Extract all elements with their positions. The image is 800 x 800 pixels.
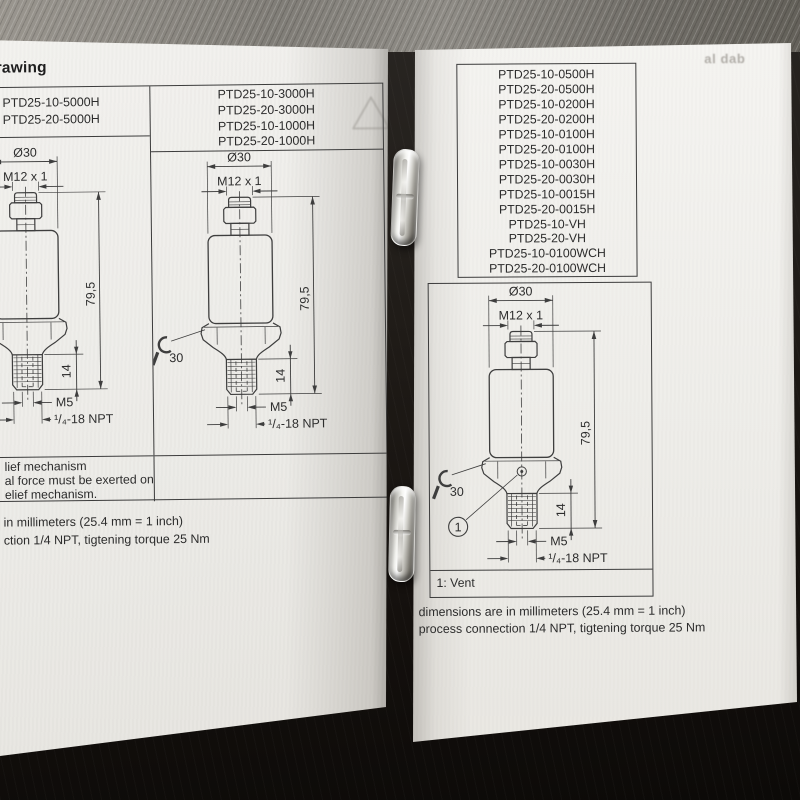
drawing-cell-left: Ø30 M12 x 1 [0, 136, 153, 457]
svg-text:Ø30: Ø30 [509, 284, 533, 298]
svg-text:30: 30 [169, 351, 183, 365]
drawing-box: Ø30 M12 x 1 [427, 281, 654, 599]
svg-text:M12 x 1: M12 x 1 [3, 169, 48, 184]
svg-text:M12 x 1: M12 x 1 [217, 174, 262, 189]
model-number: PTD25-20-0030H [498, 171, 596, 187]
svg-text:¹/₄-18 NPT: ¹/₄-18 NPT [548, 551, 608, 565]
svg-text:M5: M5 [56, 395, 74, 409]
model-number: PTD25-10-0500H [498, 67, 595, 82]
model-number: PTD25-20-0500H [498, 81, 595, 97]
model-number: PTD25-10-0015H [498, 186, 596, 202]
svg-text:14: 14 [554, 503, 568, 517]
svg-text:79,5: 79,5 [578, 421, 592, 445]
warning-triangle-showthrough [352, 96, 388, 130]
sensor-drawing-slot-right: Ø30 M12 x 1 [429, 283, 633, 569]
dim-vent-thread: M5 [496, 530, 568, 548]
caption-torque: ction 1/4 NPT, tigtening torque 25 Nm [3, 531, 210, 548]
dim-overall-height: 79,5 [533, 330, 603, 529]
pressure-sensor-drawing: Ø30 M12 x 1 [151, 150, 328, 431]
pressure-sensor-drawing: Ø30 M12 x 1 [0, 146, 114, 427]
model-number: PTD25-10-5000H [2, 94, 100, 110]
model-number: PTD25-10-0100WCH [488, 246, 606, 262]
svg-text:30: 30 [450, 485, 464, 499]
model-number: PTD25-20-5000H [2, 111, 100, 127]
sensor-body-outline [488, 368, 555, 459]
svg-text:Ø30: Ø30 [13, 146, 37, 160]
dim-thread-length: 14 [257, 344, 297, 406]
model-number: PTD25-10-VH [508, 216, 586, 232]
vent-legend: 1: Vent [430, 568, 653, 598]
page-showthrough-text: al dab [704, 51, 746, 67]
dim-vent-thread: M5 [1, 391, 74, 409]
drawing-cell-middle: Ø30 M12 x 1 [151, 150, 387, 456]
model-number: PTD25-10-0200H [498, 96, 595, 112]
svg-text:1: 1 [455, 520, 462, 534]
dim-thread-length: 14 [538, 479, 578, 541]
svg-text:14: 14 [273, 369, 287, 383]
model-number: PTD25-20-0100WCH [489, 261, 607, 277]
binder-clip-top [390, 148, 420, 247]
svg-text:79,5: 79,5 [83, 282, 97, 307]
drawing-cell-right: Ø30 M12 x 1 [429, 283, 653, 569]
dim-top-thread: M12 x 1 [201, 174, 278, 196]
dim-top-thread: M12 x 1 [0, 169, 64, 191]
model-number: PTD25-20-0100H [498, 141, 596, 157]
caption-units: in millimeters (25.4 mm = 1 inch) [3, 514, 184, 530]
pressure-sensor-drawing: Ø30 M12 x 1 [432, 284, 608, 565]
vent-callout-group: 1 [448, 466, 527, 537]
dim-process-thread: ¹/₄-18 NPT [0, 391, 114, 427]
right-page-captions: dimensions are in millimeters (25.4 mm =… [419, 602, 706, 638]
svg-text:M5: M5 [269, 400, 287, 414]
sensor-body-outline [0, 229, 60, 320]
left-page-captions: in millimeters (25.4 mm = 1 inch) ction … [4, 513, 210, 550]
table-column-3000h-1000h: PTD25-10-3000H PTD25-20-3000H PTD25-10-1… [148, 83, 387, 456]
model-number: PTD25-20-VH [508, 231, 587, 247]
sensor-drawing-slot-middle: Ø30 M12 x 1 [151, 150, 352, 449]
dim-top-thread: M12 x 1 [482, 308, 559, 330]
dim-process-thread: ¹/₄-18 NPT [487, 530, 608, 565]
svg-text:79,5: 79,5 [297, 286, 311, 311]
table-note-row: lief mechanism al force must be exerted … [0, 452, 387, 504]
manual-page-left: rawing PTD25-10-5000H PTD25-20-5000H [0, 40, 388, 758]
svg-text:14: 14 [59, 364, 73, 378]
process-thread-outline [11, 353, 44, 391]
hex-section-outline [481, 456, 563, 494]
model-number: PTD25-20-0200H [498, 111, 595, 127]
dim-overall-height: 79,5 [252, 196, 322, 395]
caption-torque: process connection 1/4 NPT, tigtening to… [418, 620, 706, 637]
svg-text:¹/₄-18 NPT: ¹/₄-18 NPT [268, 416, 328, 431]
svg-text:¹/₄-18 NPT: ¹/₄-18 NPT [54, 412, 114, 427]
hex-section-outline [200, 322, 282, 360]
dim-diameter: Ø30 [488, 284, 554, 368]
note-text: lief mechanism al force must be exerted … [4, 459, 154, 502]
dim-thread-length: 14 [44, 340, 84, 402]
dim-process-thread: ¹/₄-18 NPT [206, 396, 328, 431]
model-number-list-box: PTD25-10-0500H PTD25-20-0500H PTD25-10-0… [456, 62, 638, 278]
wrench-icon: 30 [432, 463, 486, 500]
scale-drawing-table: PTD25-10-5000H PTD25-20-5000H Ø30 [0, 82, 388, 504]
svg-text:M5: M5 [550, 534, 567, 548]
model-list-5000h: PTD25-10-5000H PTD25-20-5000H [0, 86, 150, 139]
process-thread-outline [225, 358, 257, 396]
sensor-drawing-slot-left: Ø30 M12 x 1 [0, 141, 138, 443]
process-thread-outline [506, 492, 538, 530]
dim-overall-height: 79,5 [38, 191, 108, 390]
model-number: PTD25-10-0030H [498, 156, 596, 172]
dim-vent-thread: M5 [215, 396, 287, 414]
model-list-3000h-1000h: PTD25-10-3000H PTD25-20-3000H PTD25-10-1… [149, 83, 384, 153]
svg-text:Ø30: Ø30 [227, 150, 251, 164]
model-number: PTD25-20-1000H [218, 133, 316, 149]
svg-text:M12 x 1: M12 x 1 [499, 308, 544, 322]
hex-section-outline [0, 317, 68, 356]
sensor-body-outline [206, 234, 274, 325]
binder-clip-bottom [387, 485, 417, 583]
caption-units: dimensions are in millimeters (25.4 mm =… [418, 603, 686, 620]
manual-page-right: al dab PTD25-10-0500H PTD25-20-0500H PTD… [413, 43, 797, 742]
wrench-icon: 30 [151, 329, 205, 366]
model-number: PTD25-20-0015H [498, 201, 596, 217]
model-number: PTD25-10-0100H [498, 126, 595, 142]
table-column-5000h: PTD25-10-5000H PTD25-20-5000H Ø30 [0, 86, 153, 457]
page-heading-scale-drawing: rawing [0, 59, 47, 77]
